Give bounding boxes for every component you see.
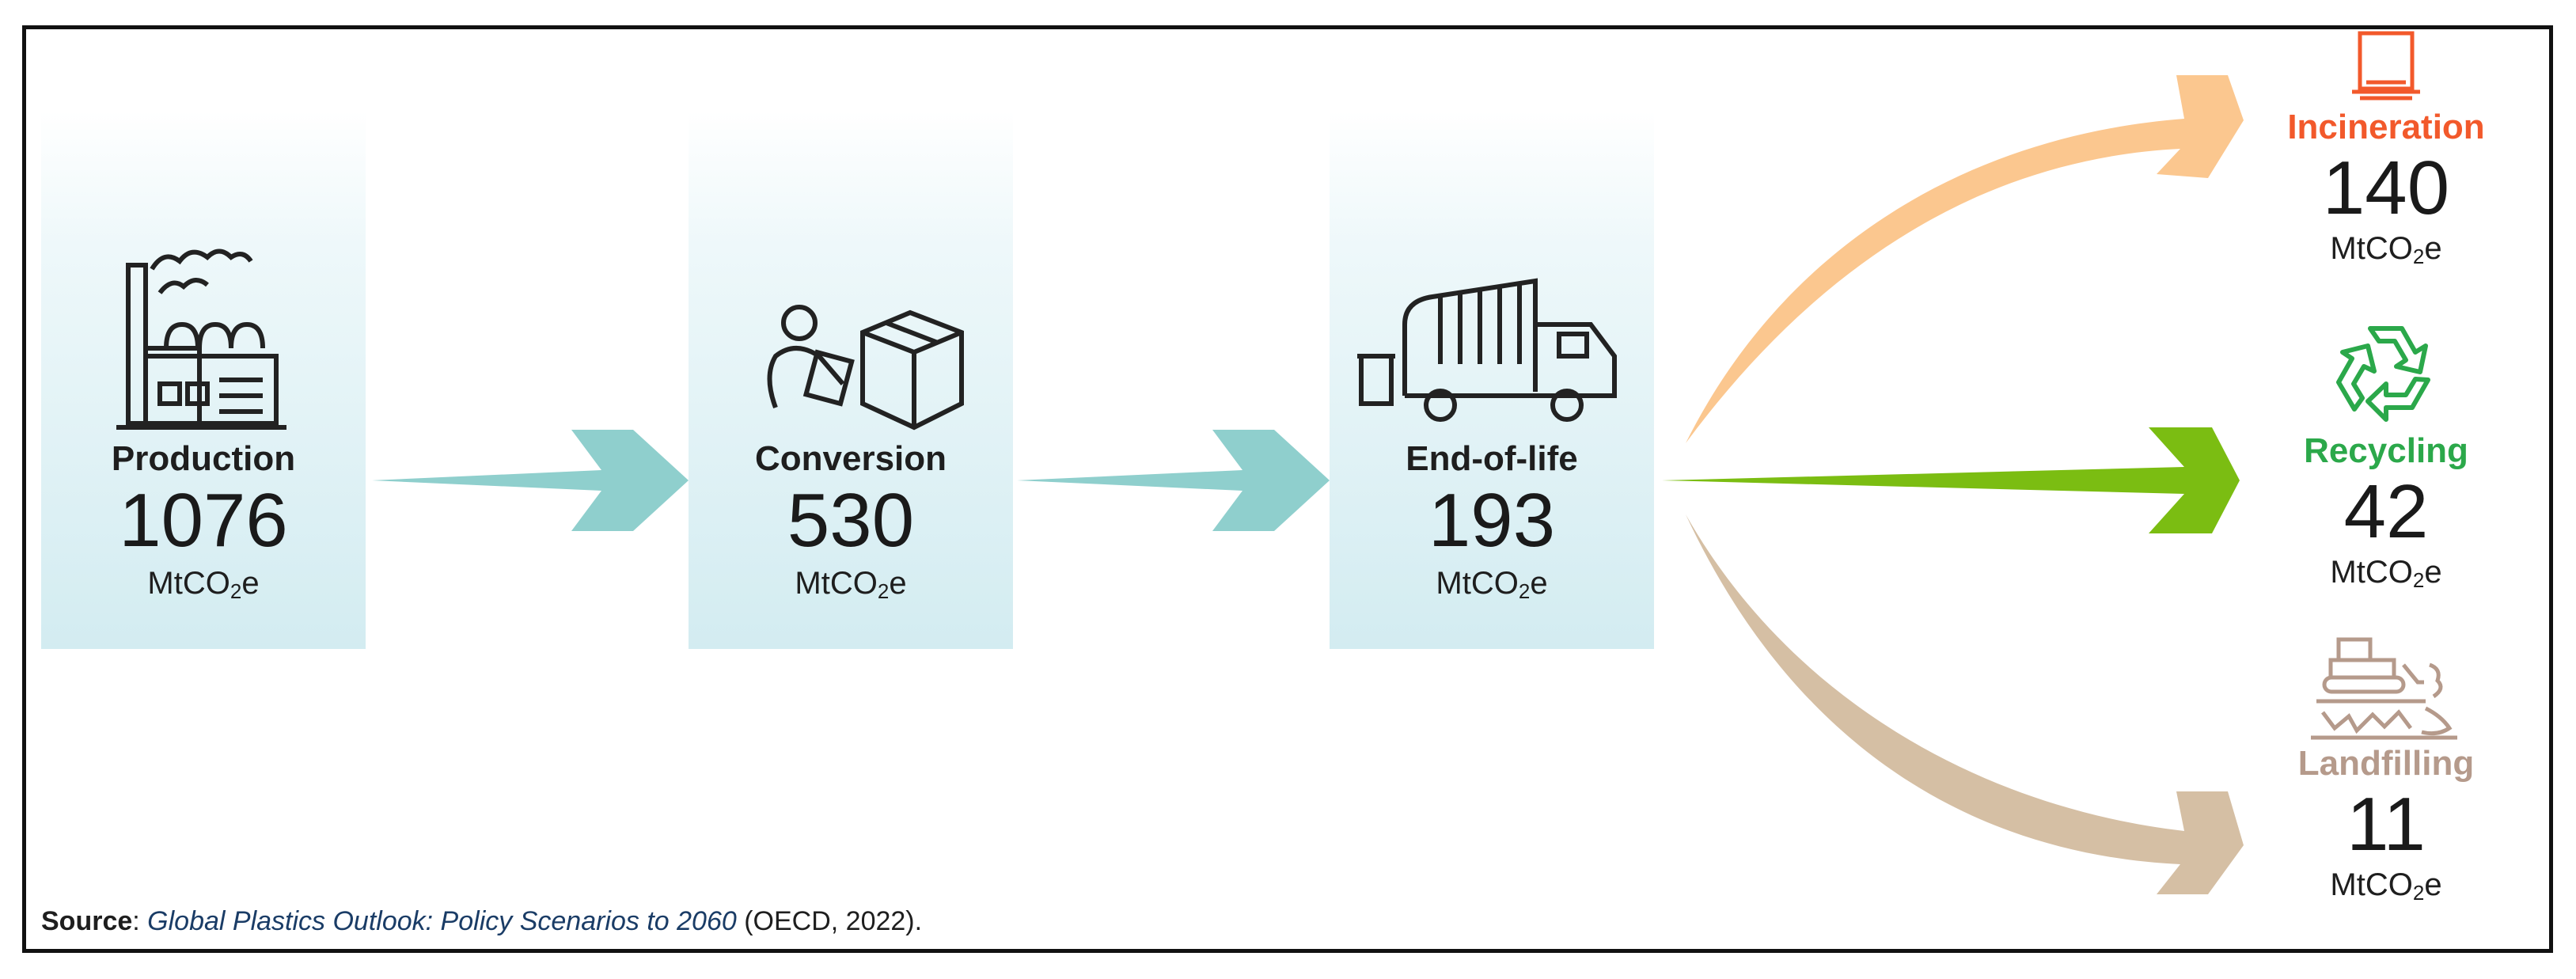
incineration-arrow xyxy=(1686,75,2244,443)
outcome-unit: MtCO2e xyxy=(2330,867,2442,905)
outcome-title: Landfilling xyxy=(2297,744,2475,783)
outcome-value: 42 xyxy=(2343,469,2429,554)
stage-unit: MtCO2e xyxy=(147,566,260,603)
recycle-icon xyxy=(2336,326,2430,422)
landfill-bulldozer-icon xyxy=(2311,637,2457,740)
stage-value: 530 xyxy=(787,478,915,563)
outcome-value: 140 xyxy=(2322,146,2450,230)
outcome-title: Recycling xyxy=(2304,431,2468,470)
stage-end-of-life: End-of-life 193 MtCO2e xyxy=(1330,111,1654,649)
worker-box-icon xyxy=(767,305,964,431)
source-label: Source xyxy=(41,906,133,936)
source-title: Global Plastics Outlook: Policy Scenario… xyxy=(147,906,737,936)
outcome-landfilling: Landfilling 11 MtCO2e xyxy=(2240,633,2532,905)
outcome-unit: MtCO2e xyxy=(2330,555,2442,592)
incinerator-icon xyxy=(2352,31,2420,101)
garbage-truck-icon xyxy=(1357,278,1617,422)
stage-title: Production xyxy=(111,439,296,478)
flow-arrow-production-conversion xyxy=(372,430,689,531)
outcome-unit: MtCO2e xyxy=(2330,231,2442,268)
stage-title: Conversion xyxy=(754,439,947,478)
stage-value: 193 xyxy=(1428,478,1556,563)
recycling-arrow xyxy=(1662,427,2240,533)
source-note: Source: Global Plastics Outlook: Policy … xyxy=(41,906,922,937)
factory-icon xyxy=(116,249,286,430)
outcome-incineration: Incineration 140 MtCO2e xyxy=(2240,30,2532,269)
stage-value: 1076 xyxy=(119,478,288,563)
stage-production: Production 1076 MtCO2e xyxy=(41,111,366,649)
stage-unit: MtCO2e xyxy=(795,566,907,603)
stage-conversion: Conversion 530 MtCO2e xyxy=(689,111,1013,649)
source-tail: (OECD, 2022). xyxy=(736,906,923,936)
outcome-title: Incineration xyxy=(2287,108,2485,146)
source-separator: : xyxy=(132,906,148,936)
flow-arrow-conversion-endoflife xyxy=(1017,430,1330,531)
landfilling-arrow xyxy=(1686,514,2244,894)
outcome-value: 11 xyxy=(2346,782,2426,867)
outcome-recycling: Recycling 42 MtCO2e xyxy=(2240,313,2532,593)
stage-title: End-of-life xyxy=(1406,439,1578,478)
stage-unit: MtCO2e xyxy=(1436,566,1548,603)
